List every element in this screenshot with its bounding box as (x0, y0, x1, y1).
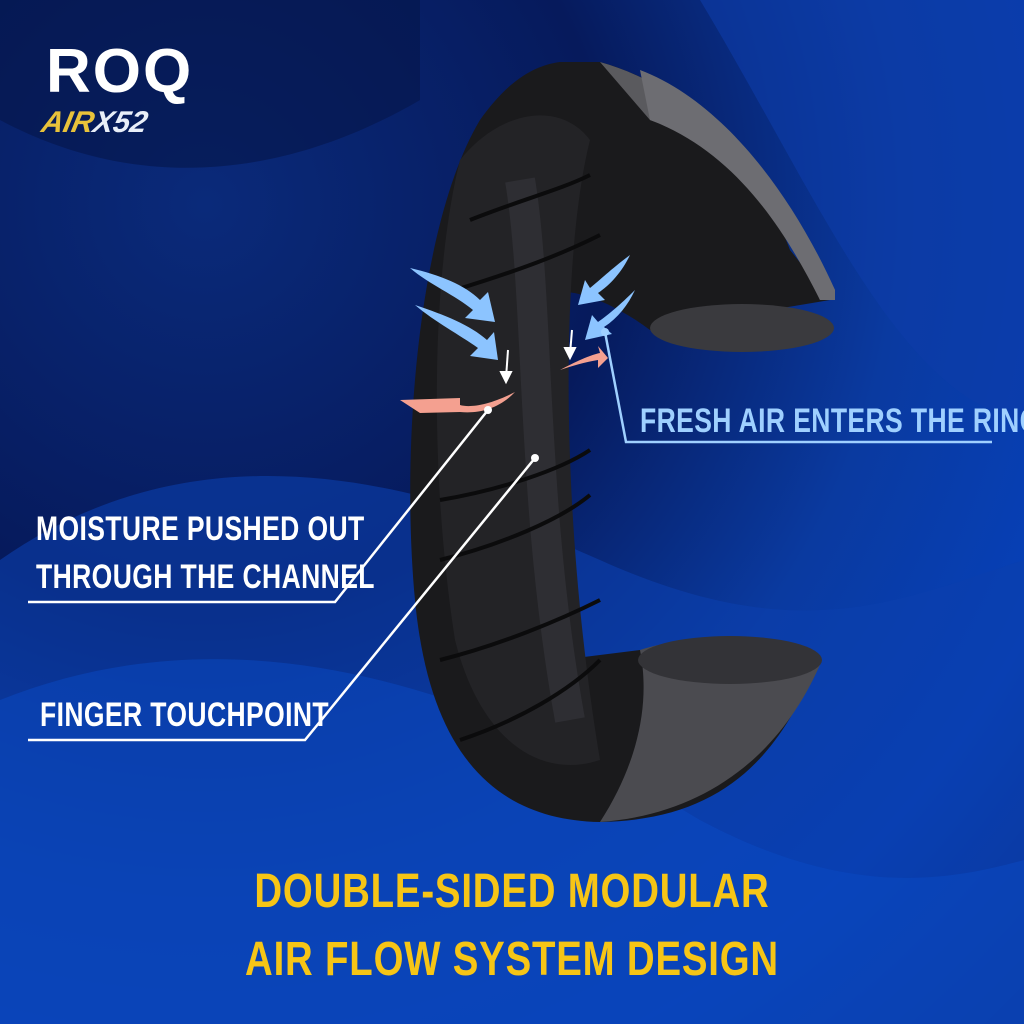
fresh-air-label: FRESH AIR ENTERS THE RING (640, 402, 1024, 440)
headline-line1: DOUBLE-SIDED MODULAR (254, 865, 770, 918)
finger-touchpoint-label: FINGER TOUCHPOINT (40, 696, 330, 734)
moisture-label-line1: MOISTURE PUSHED OUT (36, 510, 365, 548)
logo-x52: X52 (90, 106, 151, 139)
logo-air: AIR (38, 106, 98, 139)
headline-line2: AIR FLOW SYSTEM DESIGN (245, 933, 779, 986)
brand-logo: ROQ (46, 37, 194, 106)
fresh-air-arrows (410, 255, 635, 360)
product-logo: AIRX52 (38, 106, 151, 140)
moisture-label-line2: THROUGH THE CHANNEL (36, 558, 375, 596)
